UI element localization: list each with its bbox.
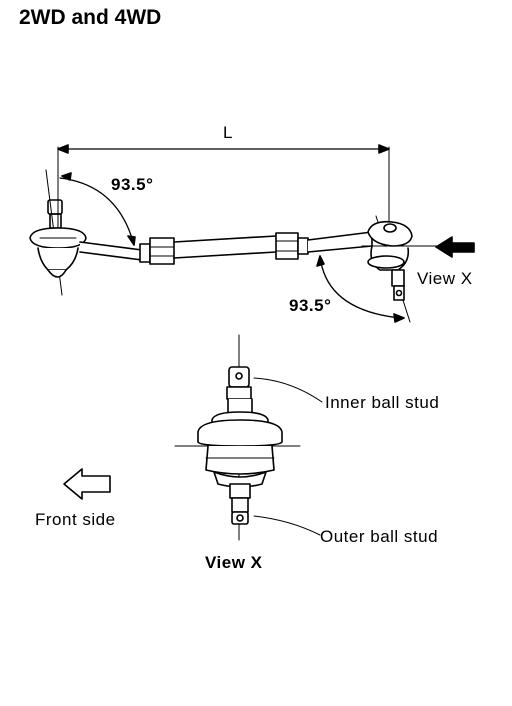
front-side-arrow-icon [63,468,111,500]
inner-ball-stud-label: Inner ball stud [325,393,440,412]
left-ball-joint [29,169,87,296]
length-dimension [57,144,390,241]
right-ball-joint [367,215,413,323]
length-label: L [223,123,233,142]
view-x-ball-joint [174,334,301,541]
angle-right-label: 93.5° [289,296,332,315]
view-x-caption: View X [205,553,263,572]
view-x-arrow-icon [435,236,475,258]
front-side-label: Front side [35,510,116,529]
view-x-label: View X [417,269,473,288]
page-title: 2WD and 4WD [19,6,162,29]
adjusting-sleeve [139,232,309,265]
outer-ball-stud-label: Outer ball stud [320,527,439,546]
angle-left-label: 93.5° [111,175,154,194]
